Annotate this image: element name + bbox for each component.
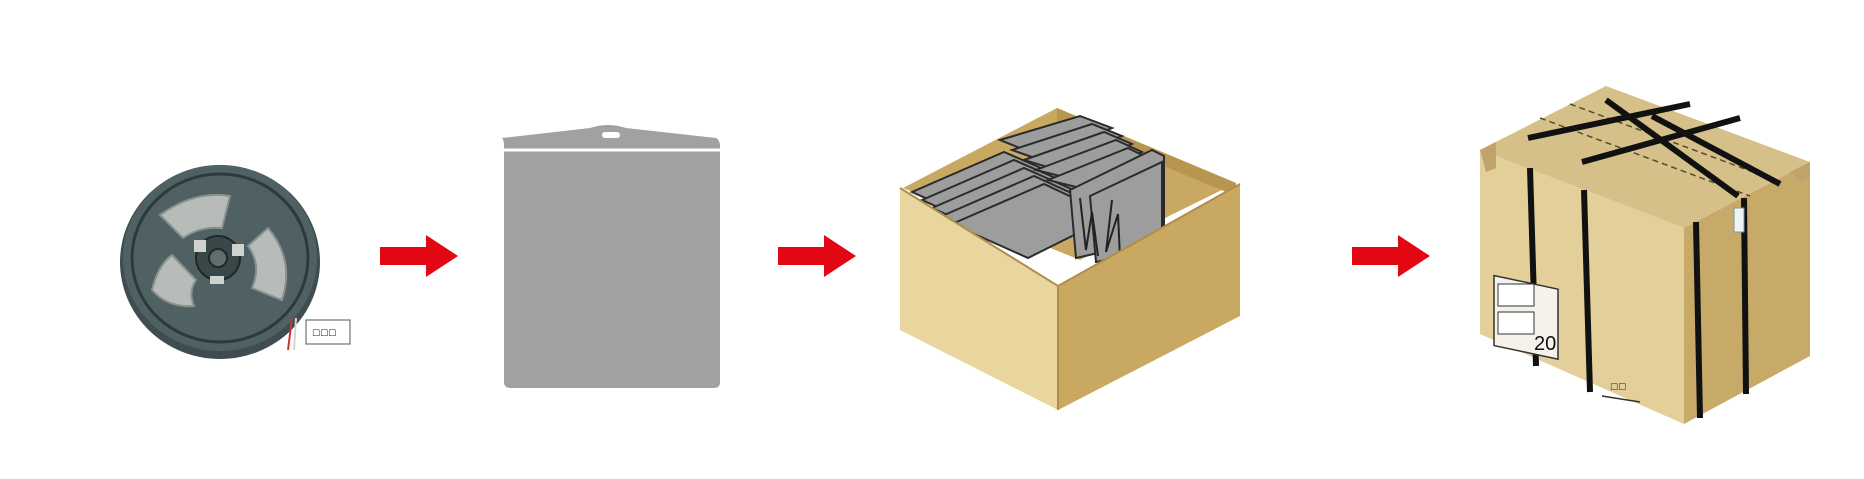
- carton-label-number: 20: [1534, 333, 1556, 355]
- svg-text:☐☐: ☐☐: [1610, 383, 1626, 393]
- right-arrow-icon: [380, 235, 458, 277]
- open-box-with-bags-icon: [899, 108, 1241, 410]
- right-arrow-icon: [778, 235, 856, 277]
- svg-text:☐☐☐: ☐☐☐: [312, 329, 336, 339]
- strapped-carton-icon: 20 ☐☐: [1480, 86, 1810, 424]
- right-arrow-icon: [1352, 235, 1430, 277]
- esd-bag-icon: [502, 125, 720, 388]
- tape-reel-icon: ☐☐☐: [120, 165, 351, 359]
